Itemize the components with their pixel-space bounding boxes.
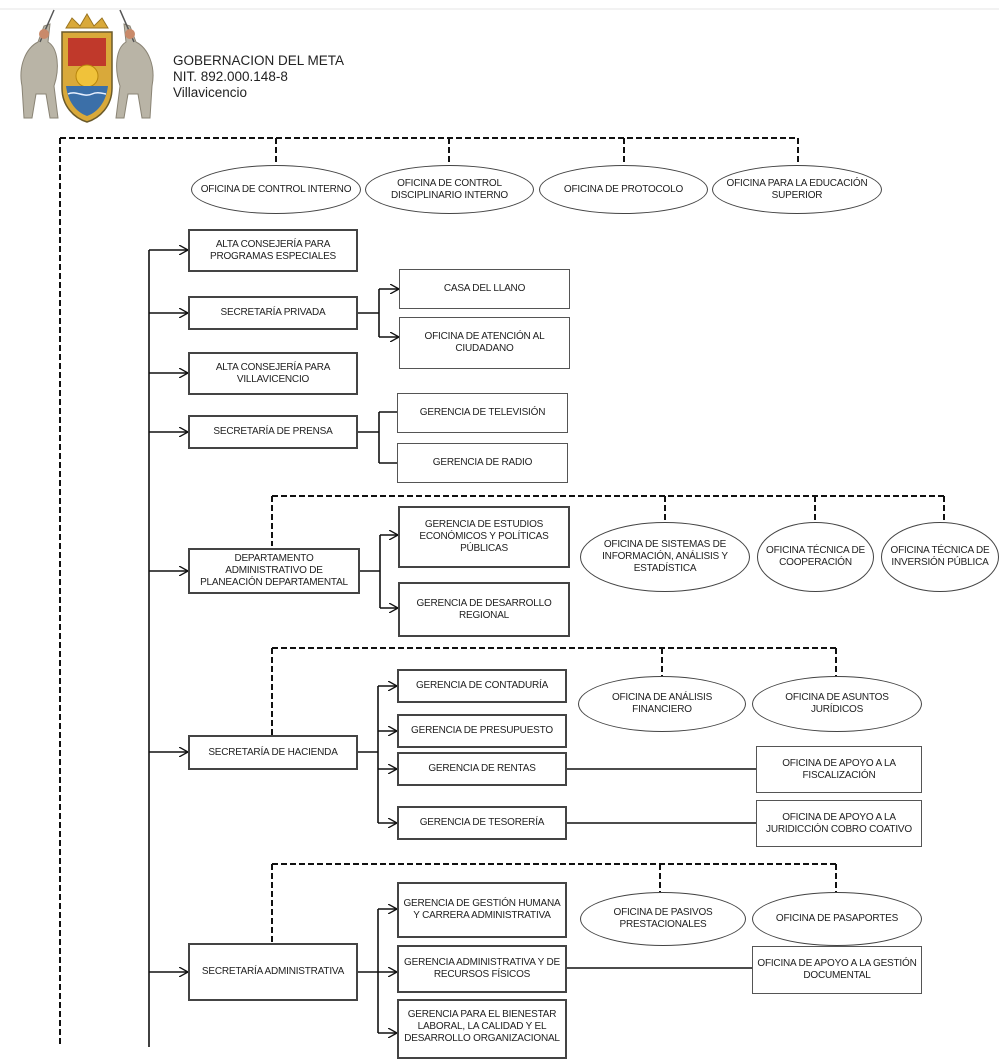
office-control-disciplinario: OFICINA DE CONTROL DISCIPLINARIO INTERNO bbox=[365, 165, 534, 214]
unit-apoyo-fiscalizacion: OFICINA DE APOYO A LA FISCALIZACIÓN bbox=[756, 746, 922, 793]
office-analisis-financiero: OFICINA DE ANÁLISIS FINANCIERO bbox=[578, 676, 746, 732]
unit-alta-consejeria-programas: ALTA CONSEJERÍA PARA PROGRAMAS ESPECIALE… bbox=[188, 229, 358, 272]
org-city: Villavicencio bbox=[173, 85, 248, 100]
office-educacion-superior: OFICINA PARA LA EDUCACIÓN SUPERIOR bbox=[712, 165, 882, 214]
unit-atencion-ciudadano: OFICINA DE ATENCIÓN AL CIUDADANO bbox=[399, 317, 570, 369]
unit-gerencia-television: GERENCIA DE TELEVISIÓN bbox=[397, 393, 568, 433]
dashed-lines bbox=[59, 137, 945, 1047]
office-tecnica-cooperacion: OFICINA TÉCNICA DE COOPERACIÓN bbox=[757, 522, 874, 592]
unit-planeacion: DEPARTAMENTO ADMINISTRATIVO DE PLANEACIÓ… bbox=[188, 548, 360, 594]
unit-apoyo-cobro-coativo: OFICINA DE APOYO A LA JURIDICCIÓN COBRO … bbox=[756, 800, 922, 847]
office-protocolo: OFICINA DE PROTOCOLO bbox=[539, 165, 708, 214]
unit-gerencia-gestion-humana: GERENCIA DE GESTIÓN HUMANA Y CARRERA ADM… bbox=[397, 882, 567, 938]
unit-secretaria-prensa: SECRETARÍA DE PRENSA bbox=[188, 415, 358, 449]
unit-casa-del-llano: CASA DEL LLANO bbox=[399, 269, 570, 309]
solid-lines bbox=[148, 250, 756, 1047]
unit-gerencia-bienestar: GERENCIA PARA EL BIENESTAR LABORAL, LA C… bbox=[397, 999, 567, 1059]
org-nit: NIT. 892.000.148-8 bbox=[173, 69, 288, 84]
unit-secretaria-administrativa: SECRETARÍA ADMINISTRATIVA bbox=[188, 943, 358, 1001]
unit-gerencia-contaduria: GERENCIA DE CONTADURÍA bbox=[397, 669, 567, 703]
office-control-interno: OFICINA DE CONTROL INTERNO bbox=[191, 165, 361, 214]
unit-alta-consejeria-villavicencio: ALTA CONSEJERÍA PARA VILLAVICENCIO bbox=[188, 352, 358, 395]
unit-secretaria-hacienda: SECRETARÍA DE HACIENDA bbox=[188, 735, 358, 770]
unit-gerencia-presupuesto: GERENCIA DE PRESUPUESTO bbox=[397, 714, 567, 748]
unit-gerencia-recursos-fisicos: GERENCIA ADMINISTRATIVA Y DE RECURSOS FÍ… bbox=[397, 945, 567, 993]
office-asuntos-juridicos: OFICINA DE ASUNTOS JURÍDICOS bbox=[752, 676, 922, 732]
unit-gerencia-estudios: GERENCIA DE ESTUDIOS ECONÓMICOS Y POLÍTI… bbox=[398, 506, 570, 568]
coat-of-arms-logo bbox=[20, 9, 154, 123]
office-pasivos-prestacionales: OFICINA DE PASIVOS PRESTACIONALES bbox=[580, 892, 746, 946]
office-pasaportes: OFICINA DE PASAPORTES bbox=[752, 892, 922, 946]
org-name: GOBERNACION DEL META bbox=[173, 53, 345, 68]
unit-secretaria-privada: SECRETARÍA PRIVADA bbox=[188, 296, 358, 330]
unit-gerencia-desarrollo: GERENCIA DE DESARROLLO REGIONAL bbox=[398, 582, 570, 637]
unit-apoyo-gestion-documental: OFICINA DE APOYO A LA GESTIÓN DOCUMENTAL bbox=[752, 946, 922, 994]
unit-gerencia-rentas: GERENCIA DE RENTAS bbox=[397, 752, 567, 786]
unit-gerencia-tesoreria: GERENCIA DE TESORERÍA bbox=[397, 806, 567, 840]
office-tecnica-inversion: OFICINA TÉCNICA DE INVERSIÓN PÚBLICA bbox=[881, 522, 999, 592]
unit-gerencia-radio: GERENCIA DE RADIO bbox=[397, 443, 568, 483]
office-sistemas-informacion: OFICINA DE SISTEMAS DE INFORMACIÓN, ANÁL… bbox=[580, 522, 750, 592]
